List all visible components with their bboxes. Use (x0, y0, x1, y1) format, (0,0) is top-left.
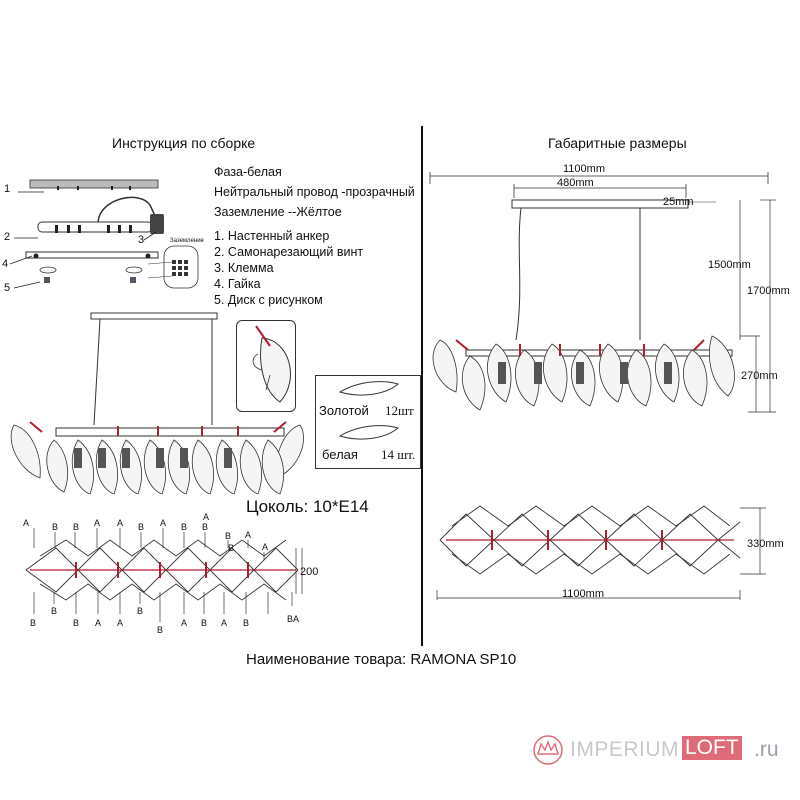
ab-top-5: B (138, 522, 145, 532)
ab-top-0: A (23, 518, 30, 528)
callout-3: 3 (138, 234, 145, 246)
ab-bottom-1: B (51, 606, 58, 616)
wiring-ground: Заземление --Жёлтое (214, 205, 342, 219)
callout-1: 1 (4, 183, 11, 195)
dim-canopy-width: 480mm (557, 177, 594, 189)
ground-label: Заземление (170, 238, 204, 244)
socket-spec: Цоколь: 10*E14 (246, 497, 369, 516)
callout-4: 4 (2, 258, 9, 270)
dim-total-height: 1700mm (747, 285, 790, 297)
watermark-brand-b: LOFT (682, 736, 742, 760)
gold-leaf-label: Золотой (319, 403, 369, 418)
white-leaf-label: белая (322, 447, 358, 462)
ab-top-2: B (73, 522, 80, 532)
crown-icon (533, 735, 563, 765)
left-depth-dim: 200 (300, 566, 319, 578)
ab-bottom-3: A (95, 618, 102, 628)
step-3: 3. Клемма (214, 261, 274, 275)
wiring-neutral: Нейтральный провод -прозрачный (214, 185, 415, 199)
ab-bottom-4: A (117, 618, 124, 628)
ab-bottom-5: B (137, 606, 144, 616)
ab-top-8: B (202, 522, 209, 532)
ab-bottom-10: B (243, 618, 250, 628)
gold-leaf-count: 12шт (385, 403, 414, 418)
ab-top-7: B (181, 522, 188, 532)
step-4: 4. Гайка (214, 277, 261, 291)
watermark-logo: IMPERIUM LOFT .ru (528, 730, 798, 770)
ab-bottom-2: B (73, 618, 80, 628)
callout-2: 2 (4, 231, 11, 243)
ab-bottom-11: BA (287, 614, 300, 624)
white-leaf-count: 14 шт. (381, 447, 416, 462)
ab-top-4: A (117, 518, 124, 528)
ab-top-11: A (245, 530, 252, 540)
ab-bottom-8: B (201, 618, 208, 628)
watermark-brand-a: IMPERIUM (570, 738, 679, 761)
dim-bottom-width: 1100mm (562, 588, 604, 600)
dim-drop: 1500mm (708, 259, 751, 271)
dim-canopy-height: 25mm (663, 196, 694, 208)
wiring-phase: Фаза-белая (214, 165, 282, 179)
ab-bottom-7: A (181, 618, 188, 628)
product-name: Наименование товара: RAMONA SP10 (246, 651, 517, 668)
ab-top-10: B (225, 531, 232, 541)
dimensions-heading: Габаритные размеры (548, 135, 687, 151)
ab-bottom-0: B (30, 618, 37, 628)
ab-top-12: B (228, 543, 235, 553)
ab-bottom-6: B (157, 625, 164, 635)
ab-top-3: A (94, 518, 101, 528)
step-1: 1. Настенный анкер (214, 229, 330, 243)
watermark-tld: .ru (754, 738, 779, 761)
dim-total-width: 1100mm (563, 163, 605, 175)
ab-bottom-9: A (221, 618, 228, 628)
dim-body-height: 270mm (741, 370, 778, 382)
ab-top-6: A (160, 518, 167, 528)
dim-depth: 330mm (747, 538, 784, 550)
step-5: 5. Диск с рисунком (214, 293, 323, 307)
step-2: 2. Самонарезающий винт (214, 245, 364, 259)
callout-5: 5 (4, 282, 11, 294)
ab-top-13: A (262, 542, 269, 552)
center-divider (421, 126, 423, 646)
ab-top-1: B (52, 522, 59, 532)
ab-top-9: A (203, 512, 210, 522)
assembly-heading: Инструкция по сборке (112, 135, 256, 151)
